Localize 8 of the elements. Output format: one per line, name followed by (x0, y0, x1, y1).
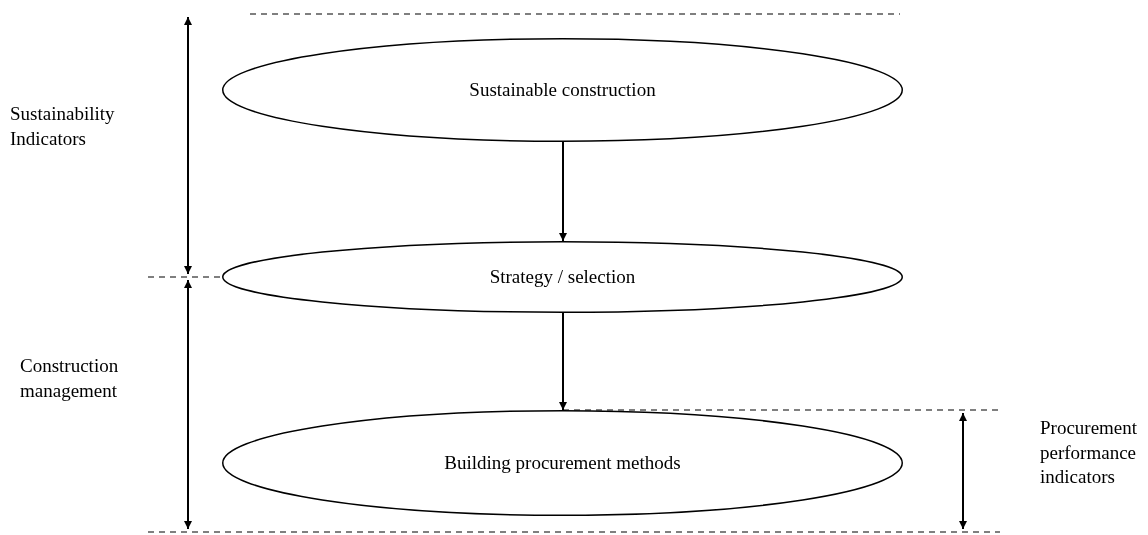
arrow (559, 312, 567, 411)
node-text: Strategy / selection (489, 266, 636, 288)
arrow (559, 141, 567, 242)
side-label: Procurement performance indicators (1040, 417, 1138, 488)
side-label: Sustainability Indicators (10, 103, 115, 149)
node-text: Sustainable construction (469, 79, 656, 101)
side-label: Construction management (20, 355, 119, 401)
node-text: Building procurement methods (444, 452, 681, 474)
